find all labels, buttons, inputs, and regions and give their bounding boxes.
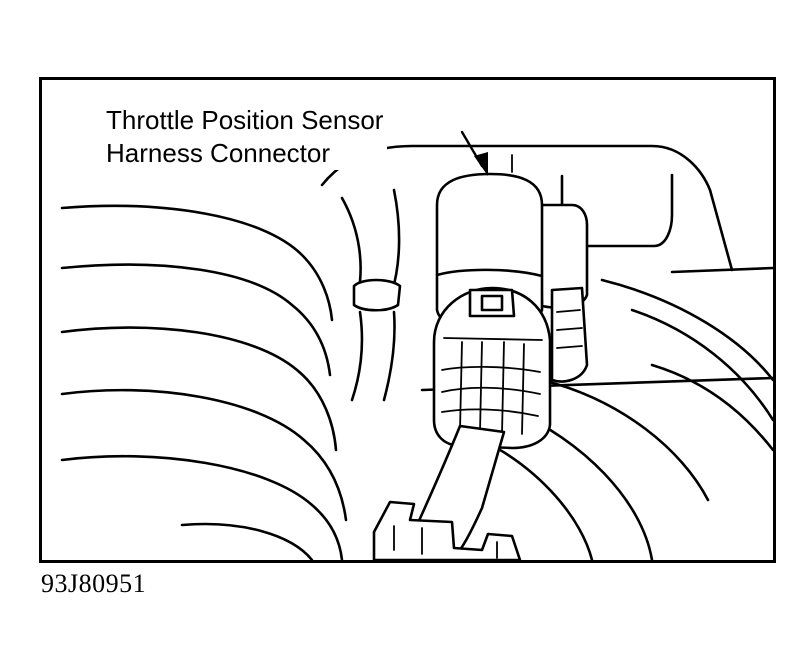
callout-line-2: Harness Connector (106, 138, 330, 168)
callout-label: Throttle Position Sensor Harness Connect… (104, 104, 388, 170)
vacuum-hose (340, 188, 402, 402)
figure-code: 93J80951 (41, 569, 147, 598)
intake-bellows (60, 204, 348, 560)
lower-connector-block (372, 500, 522, 560)
diagram-frame: Throttle Position Sensor Harness Connect… (39, 77, 776, 563)
callout-line-1: Throttle Position Sensor (106, 105, 384, 135)
harness-connector (432, 286, 552, 450)
callout-arrow (460, 130, 488, 176)
engine-illustration (60, 144, 773, 560)
